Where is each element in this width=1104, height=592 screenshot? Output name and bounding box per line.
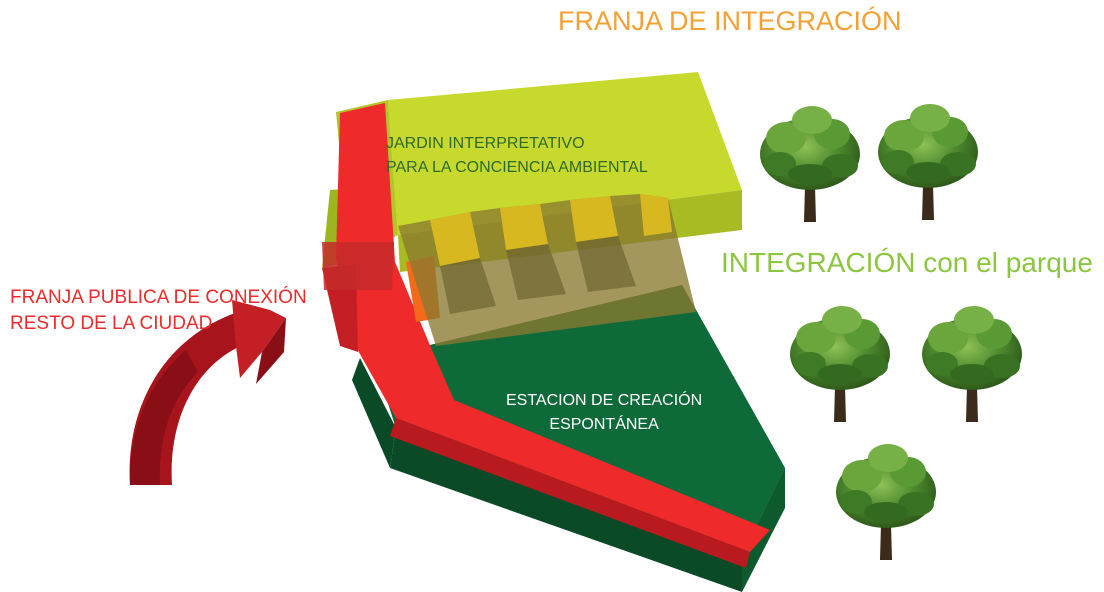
station-label-line: ESPONTÁNEA	[549, 416, 659, 433]
integration-band	[398, 194, 696, 346]
tree-icon	[758, 104, 862, 224]
public-strip	[322, 103, 770, 568]
park-integration-label: INTEGRACIÓN con el parque	[721, 247, 1093, 278]
station-block	[352, 285, 785, 592]
station-label-line: ESTACION DE CREACIÓN	[506, 392, 703, 409]
tree-icon	[876, 102, 980, 222]
integration-strip-title: FRANJA DE INTEGRACIÓN	[558, 6, 902, 36]
tree-icon	[788, 304, 892, 424]
garden-label: JARDIN INTERPRETATIVO PARA LA CONCIENCIA…	[386, 132, 648, 180]
arrow-icon	[129, 300, 286, 485]
tree-icon	[834, 442, 938, 562]
garden-label-line: JARDIN INTERPRETATIVO	[386, 135, 585, 152]
tree-icon	[920, 304, 1024, 424]
public-strip-label: FRANJA PUBLICA DE CONEXIÓN RESTO DE LA C…	[10, 285, 307, 337]
station-label: ESTACION DE CREACIÓN ESPONTÁNEA	[506, 389, 702, 437]
public-strip-label-line: RESTO DE LA CIUDAD	[10, 313, 213, 334]
garden-label-line: PARA LA CONCIENCIA AMBIENTAL	[386, 159, 648, 176]
public-strip-label-line: FRANJA PUBLICA DE CONEXIÓN	[10, 287, 307, 308]
